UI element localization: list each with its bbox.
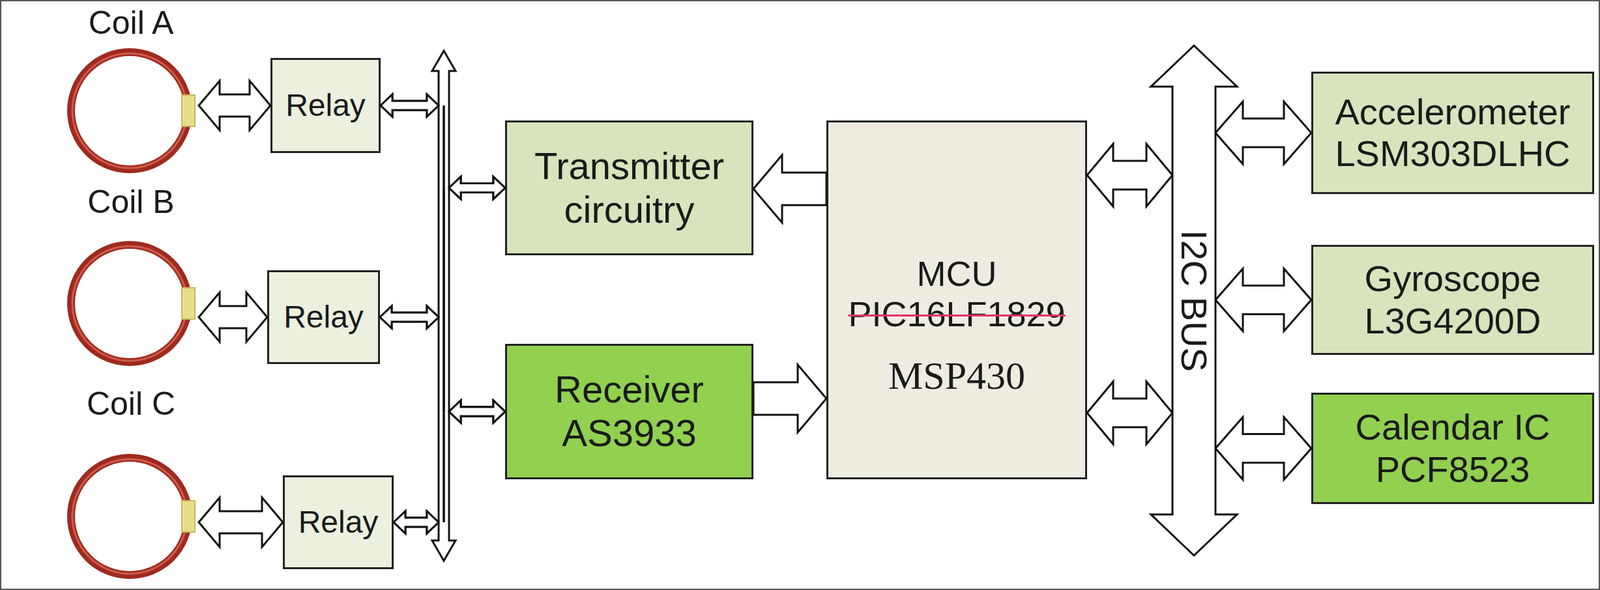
bus-connector (379, 306, 506, 423)
i2c-bus-arrow: I2C BUS (1150, 45, 1237, 556)
block-label: Relay (285, 87, 366, 124)
coil-sheen (72, 53, 188, 169)
coil-winding (71, 458, 189, 576)
block-arrow (753, 155, 827, 223)
block-label: Accelerometer (1334, 91, 1571, 133)
block-arrow (1087, 144, 1173, 207)
block-label: Relay (283, 299, 364, 335)
sensor-box: GyroscopeL3G4200D (1311, 245, 1595, 356)
block-arrow (1087, 381, 1173, 445)
receiver-box: ReceiverAS3933 (505, 344, 754, 480)
coil-sheen (72, 459, 188, 575)
part-number: L3G4200D (1364, 300, 1542, 343)
block-arrow (753, 364, 827, 433)
mcu-box: MCUPIC16LF1829MSP430 (826, 120, 1088, 480)
block-label: Calendar IC (1355, 406, 1551, 449)
block-arrow (1215, 101, 1312, 165)
block-label: Relay (298, 504, 379, 541)
block-label: Gyroscope (1364, 258, 1542, 300)
coil-tape (181, 288, 195, 320)
coil-label: Coil C (86, 386, 176, 423)
coil-winding (71, 52, 189, 170)
part-number: LSM303DLHC (1334, 132, 1571, 175)
block-arrow (1215, 269, 1312, 332)
relay-box: Relay (270, 58, 381, 154)
bus-label: I2C BUS (1175, 230, 1213, 373)
mcu-label: MSP430 (888, 353, 1026, 399)
block-arrow (198, 497, 283, 548)
bus-connector (393, 177, 506, 535)
transmitter-box: Transmitter circuitry (505, 120, 754, 256)
bus-connector (379, 177, 506, 330)
coil-sheen (72, 246, 188, 362)
coil: Coil C (63, 386, 199, 582)
bus-arrow-shape (1150, 45, 1237, 556)
coil-winding (71, 245, 189, 363)
coil-label: Coil B (87, 184, 175, 221)
relay-box: Relay (282, 475, 394, 570)
struck-part-number: PIC16LF1829 (847, 293, 1065, 335)
coil: Coil A (63, 5, 199, 176)
sensor-box: AccelerometerLSM303DLHC (1311, 71, 1595, 195)
coil: Coil B (63, 184, 199, 369)
coil-tape (181, 95, 195, 127)
rtc-box: Calendar ICPCF8523 (1311, 392, 1595, 505)
bus-connector (393, 400, 506, 534)
coil-tape (181, 501, 195, 533)
block-arrow (198, 292, 268, 343)
block-label: Receiver (554, 368, 704, 412)
block-arrow (198, 80, 271, 131)
block-arrow (1215, 417, 1312, 481)
coil-label: Coil A (88, 5, 175, 42)
relay-box: Relay (267, 270, 380, 365)
part-number: AS3933 (561, 411, 697, 456)
block-label: Transmitter circuitry (522, 144, 738, 232)
mcu-label: MCU (916, 253, 998, 294)
part-number: PCF8523 (1375, 449, 1531, 491)
